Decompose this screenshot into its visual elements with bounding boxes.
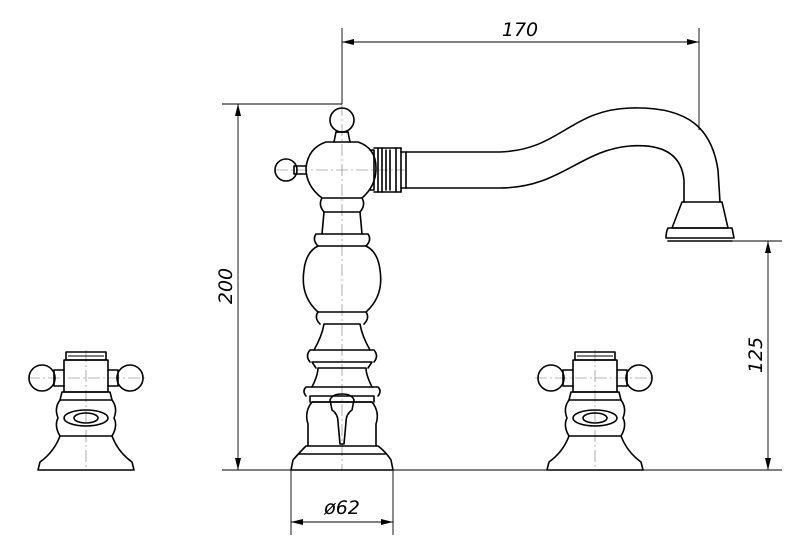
dimension-lines xyxy=(235,39,771,525)
dimension-label-base-diameter: ø62 xyxy=(323,497,360,519)
faucet-body xyxy=(274,107,394,471)
right-cross-handle xyxy=(537,351,653,471)
dimension-label-total-height: 200 xyxy=(215,268,237,304)
center-axes xyxy=(28,104,655,470)
dimension-label-spout-height: 125 xyxy=(745,337,767,373)
extension-lines xyxy=(222,28,782,535)
dimension-label-spout-reach: 170 xyxy=(502,19,538,41)
faucet-spout xyxy=(369,107,735,242)
left-cross-handle xyxy=(28,351,144,471)
